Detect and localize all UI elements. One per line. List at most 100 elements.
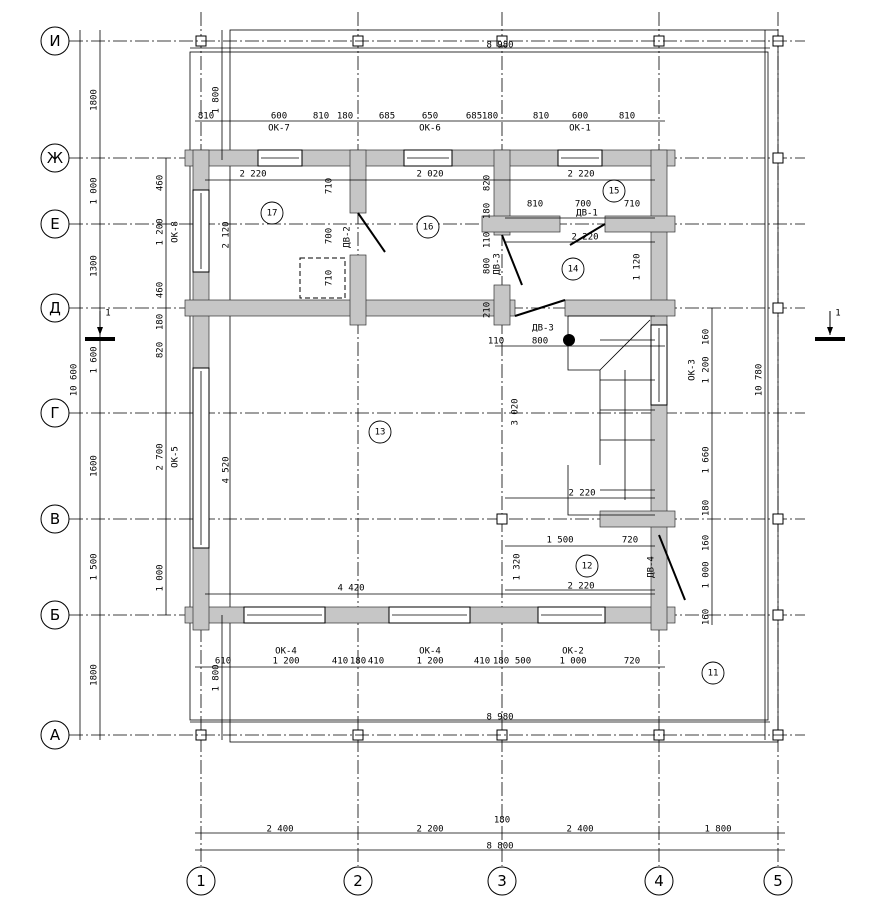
column-post (772, 513, 784, 525)
room-tag (260, 201, 284, 225)
dimension-text: 210 (483, 302, 493, 318)
grid-bubble-column (644, 866, 674, 896)
opening-label: ОК-7 (268, 124, 290, 134)
log-wall (349, 254, 367, 326)
opening-label: ДВ-2 (343, 226, 353, 248)
grid-bubble-row (40, 209, 70, 239)
dimension-text: 1 800 (212, 86, 222, 113)
dimension-text: 180 (156, 314, 166, 330)
section-label: 1 (105, 309, 110, 319)
door-leaf (514, 299, 566, 317)
dimension-text: 2 220 (568, 489, 595, 499)
door-leaf (357, 212, 386, 253)
grid-label-row: Е (50, 215, 59, 233)
dimension-text: 180 (350, 657, 366, 667)
section-arrow-icon (827, 327, 833, 335)
dimension-text: 1 800 (704, 825, 731, 835)
dimension-text: 8 800 (486, 842, 513, 852)
dimension-text: 1800 (90, 664, 100, 686)
room-number: 12 (582, 562, 593, 572)
dimension-text: 1 120 (633, 253, 643, 280)
dimension-text: 710 (624, 200, 640, 210)
log-wall (349, 149, 367, 214)
dimension-text: 810 (198, 112, 214, 122)
grid-label-column: 1 (196, 872, 206, 890)
log-wall (481, 215, 561, 233)
dimension-text: 710 (325, 270, 335, 286)
dimension-text: 410 (368, 657, 384, 667)
grid-label-row: Ж (47, 149, 63, 167)
room-tag (368, 420, 392, 444)
opening-label: ОК-4 (419, 647, 441, 657)
room-number: 14 (568, 265, 579, 275)
dimension-text: 610 (215, 657, 231, 667)
dimension-text: 3 020 (511, 398, 521, 425)
grid-label-column: 4 (654, 872, 664, 890)
dimension-text: 180 (494, 816, 510, 826)
dimension-text: 810 (527, 200, 543, 210)
grid-label-column: 5 (773, 872, 783, 890)
dimension-text: 2 200 (416, 825, 443, 835)
column-post (772, 152, 784, 164)
dimension-text: 1 660 (702, 446, 712, 473)
dimension-text: 500 (515, 657, 531, 667)
room-tag (575, 554, 599, 578)
dimension-text: 10 600 (70, 364, 80, 397)
dimension-text: 1 000 (559, 657, 586, 667)
dimension-text: 1 500 (90, 553, 100, 580)
dimension-text: 710 (325, 178, 335, 194)
grid-bubble-row (40, 293, 70, 323)
dimension-text: 1 320 (513, 553, 523, 580)
opening-label: ДВ-4 (647, 556, 657, 578)
room-tag (561, 257, 585, 281)
room-number: 11 (708, 669, 719, 679)
dimension-text: 410 (332, 657, 348, 667)
dimension-text: 2 220 (571, 233, 598, 243)
dimension-text: 800 (532, 337, 548, 347)
terrace-outline (189, 51, 769, 721)
dimension-text: 160 (702, 535, 712, 551)
room-number: 15 (609, 187, 620, 197)
grid-bubble-column (763, 866, 793, 896)
dimension-text: 2 220 (567, 170, 594, 180)
door-leaf (569, 223, 606, 246)
dimension-text: 1300 (90, 255, 100, 277)
grid-bubble-row (40, 26, 70, 56)
dimension-text: 8 980 (486, 41, 513, 51)
room-number: 17 (267, 209, 278, 219)
opening-label: ОК-4 (275, 647, 297, 657)
dimension-text: 1600 (90, 455, 100, 477)
grid-bubble-row (40, 504, 70, 534)
dimension-text: 110 (488, 337, 504, 347)
opening-label: ОК-6 (419, 124, 441, 134)
grid-label-row: Г (50, 404, 59, 422)
opening-label: ОК-1 (569, 124, 591, 134)
dimension-text: 600 (271, 112, 287, 122)
grid-label-column: 3 (497, 872, 507, 890)
dimension-text: 1 000 (702, 561, 712, 588)
dimension-text: 160 (702, 329, 712, 345)
dimension-text: 110 (483, 232, 493, 248)
opening-label: ДВ-3 (532, 324, 554, 334)
room-tag (416, 215, 440, 239)
dimension-text: 820 (156, 342, 166, 358)
opening-label: ОК-2 (562, 647, 584, 657)
grid-bubble-column (186, 866, 216, 896)
dimension-text: 1800 (90, 89, 100, 111)
dimension-text: 180 (493, 657, 509, 667)
dimension-text: 460 (156, 282, 166, 298)
dimension-text: 2 120 (222, 221, 232, 248)
dimension-text: 1 200 (156, 218, 166, 245)
room-tag (602, 179, 626, 203)
opening-label: ОК-3 (688, 359, 698, 381)
column-post (496, 513, 508, 525)
door-leaf (501, 234, 523, 286)
dimension-text: 2 400 (266, 825, 293, 835)
dimension-text: 2 220 (567, 582, 594, 592)
dimension-text: 820 (483, 175, 493, 191)
dimension-text: 720 (624, 657, 640, 667)
dimension-text: 4 420 (337, 584, 364, 594)
grid-label-row: Д (49, 299, 61, 317)
log-wall (493, 284, 511, 326)
roof-outline (229, 29, 779, 743)
